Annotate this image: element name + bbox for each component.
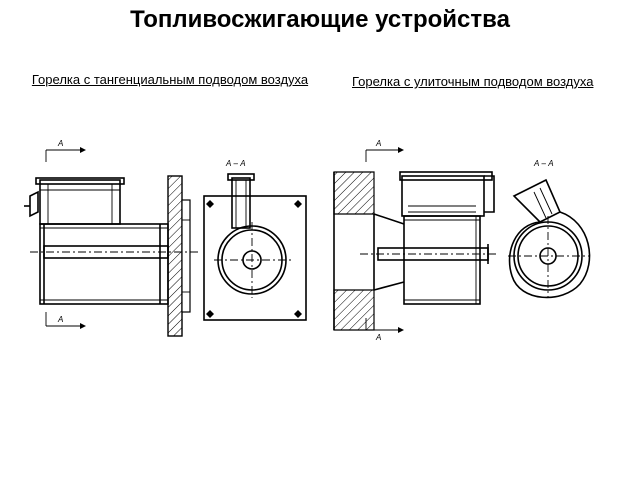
marker-label: А — [375, 333, 381, 342]
page-title: Топливосжигающие устройства — [130, 6, 510, 33]
tangential-burner-side-view: А А — [24, 139, 198, 337]
tangential-burner-section-view: А – А — [203, 159, 307, 321]
caption-volute-burner: Горелка с улиточным подводом воздуха — [352, 74, 594, 89]
section-marker-bottom-left: А — [45, 312, 86, 329]
volute-burner-side-view: А А — [333, 139, 498, 342]
section-marker-top-left: А — [45, 139, 86, 162]
section-label: А – А — [225, 159, 246, 168]
caption-tangential-burner: Горелка с тангенциальным подводом воздух… — [31, 72, 309, 87]
section-marker-top-right: А — [365, 139, 404, 162]
volute-burner-section-view: А – А — [508, 159, 591, 299]
marker-label: А — [375, 139, 381, 148]
marker-label: А — [57, 139, 63, 148]
marker-label: А — [57, 315, 63, 324]
section-label: А – А — [533, 159, 554, 168]
